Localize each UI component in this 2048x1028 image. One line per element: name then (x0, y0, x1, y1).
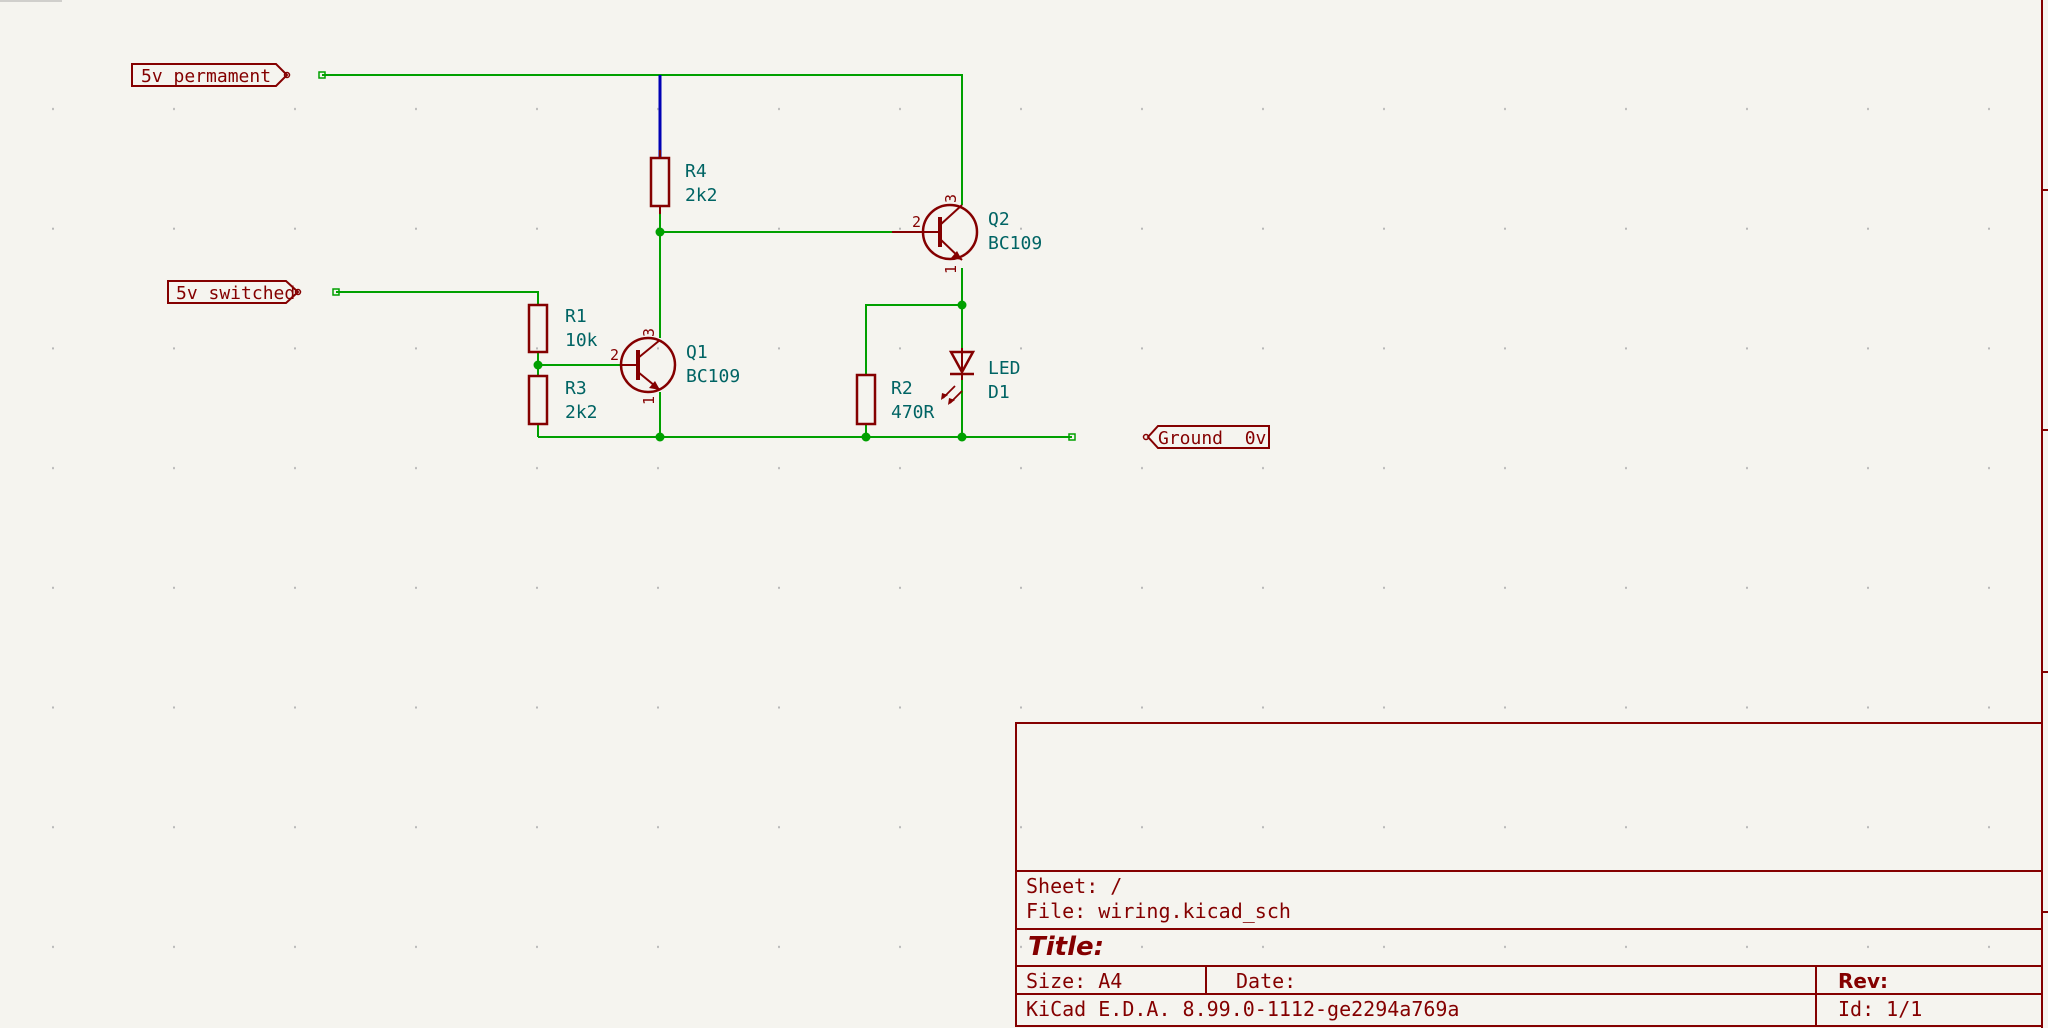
svg-text:R2: R2 (891, 378, 913, 399)
label-ground[interactable]: Ground 0v (1142, 425, 1270, 449)
svg-text:R1: R1 (565, 306, 587, 327)
resistor-r1[interactable]: R1 10k (527, 303, 598, 354)
svg-text:R4: R4 (685, 161, 707, 182)
title-block[interactable] (1015, 722, 2043, 1027)
led-d1[interactable]: LED D1 (941, 348, 1021, 405)
svg-text:Q1: Q1 (686, 342, 708, 363)
wire-r2-top (865, 304, 962, 375)
title-block-program: KiCad E.D.A. 8.99.0-1112-ge2294a769a (1026, 997, 1459, 1021)
svg-text:2: 2 (912, 213, 921, 231)
svg-text:LED: LED (988, 358, 1021, 379)
wire-5v-switched (336, 291, 539, 305)
wire-5v-permanent (322, 74, 963, 205)
title-block-date: Date: (1236, 969, 1296, 993)
title-block-file: File: wiring.kicad_sch (1026, 899, 1291, 923)
svg-text:3: 3 (942, 194, 960, 203)
label-5v-permanent[interactable]: 5v permament (131, 63, 291, 87)
svg-text:2: 2 (610, 346, 619, 364)
svg-text:R3: R3 (565, 378, 587, 399)
transistor-q2[interactable]: 2 3 1 Q2 BC109 (892, 194, 1042, 274)
svg-text:BC109: BC109 (686, 366, 740, 387)
label-5v-switched-text: 5v switched (176, 283, 295, 304)
label-5v-permanent-text: 5v permament (141, 66, 271, 87)
svg-text:1: 1 (640, 396, 658, 405)
transistor-q1[interactable]: 2 3 1 Q1 BC109 (610, 328, 740, 405)
svg-text:BC109: BC109 (988, 233, 1042, 254)
svg-text:D1: D1 (988, 382, 1010, 403)
resistor-r4[interactable]: R4 2k2 (649, 150, 718, 214)
title-block-id: Id: 1/1 (1838, 997, 1922, 1021)
title-block-sheet: Sheet: / (1026, 874, 1122, 898)
junctions (533, 227, 967, 442)
resistor-r2[interactable]: R2 470R (855, 373, 935, 426)
resistor-r3[interactable]: R3 2k2 (527, 374, 598, 426)
label-ground-text: Ground 0v (1158, 428, 1266, 449)
svg-text:Q2: Q2 (988, 209, 1010, 230)
svg-text:2k2: 2k2 (565, 402, 598, 423)
title-block-size: Size: A4 (1026, 969, 1122, 993)
title-block-title: Title: (1028, 932, 1104, 962)
svg-text:10k: 10k (565, 330, 598, 351)
svg-text:470R: 470R (891, 402, 935, 423)
svg-text:3: 3 (640, 328, 658, 337)
label-5v-switched[interactable]: 5v switched (167, 280, 302, 304)
title-block-rev: Rev: (1838, 969, 1888, 993)
svg-text:1: 1 (942, 265, 960, 274)
svg-text:2k2: 2k2 (685, 185, 718, 206)
